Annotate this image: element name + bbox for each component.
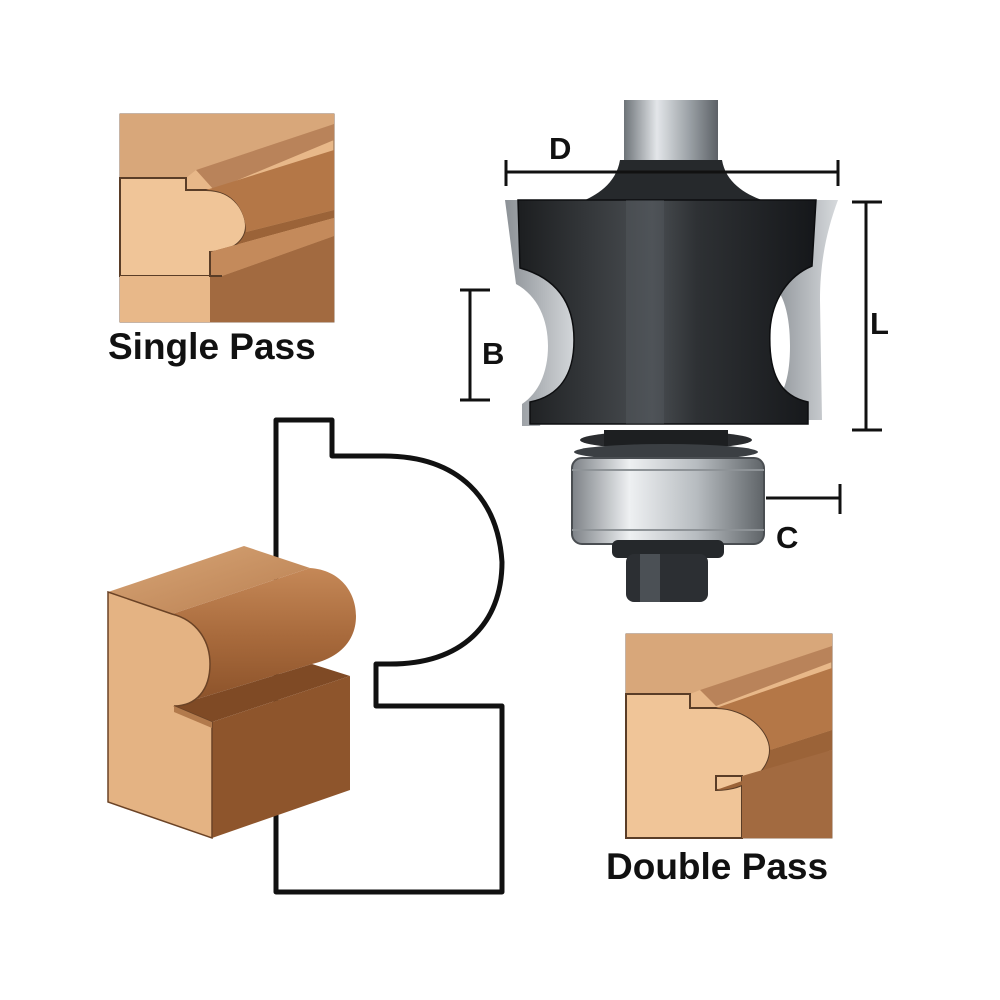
dimension-label-l: L [870, 306, 889, 341]
dimension-label-c: C [776, 520, 799, 555]
carbide-right [770, 200, 838, 420]
double-pass-sample [625, 633, 833, 839]
dimension-label-b: B [482, 336, 505, 371]
single-pass-sample [119, 113, 335, 323]
router-bit [505, 100, 838, 602]
single-top-face [120, 114, 334, 178]
double-pass-caption: Double Pass [606, 846, 829, 887]
dimension-lines [460, 160, 882, 514]
bit-body [517, 199, 817, 425]
wood-block-3d [107, 546, 356, 840]
dimension-label-d: D [549, 131, 572, 166]
bit-screw [626, 554, 708, 602]
single-pass-caption: Single Pass [108, 326, 316, 367]
